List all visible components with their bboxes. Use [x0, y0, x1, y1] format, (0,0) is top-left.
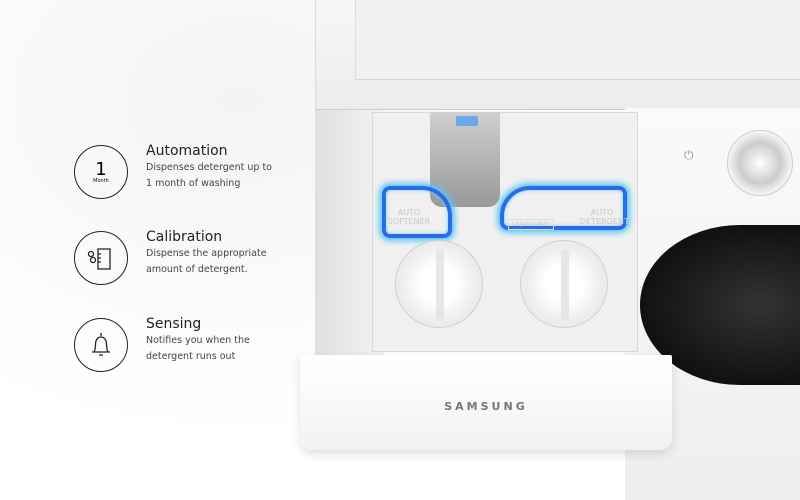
power-icon[interactable]: ⏻	[684, 148, 694, 162]
feature-calibration: Calibration Dispense the appropriate amo…	[74, 229, 276, 285]
machine-lid	[355, 0, 800, 80]
reservoir-cap	[456, 116, 478, 126]
feature-description: Dispense the appropriate amount of deter…	[146, 248, 267, 275]
feature-title: Sensing	[146, 316, 202, 332]
icon-number: 1	[95, 158, 107, 180]
feature-title: Automation	[146, 143, 228, 159]
detergent-dial[interactable]	[520, 240, 608, 328]
feature-title: Calibration	[146, 229, 223, 245]
bell-icon	[74, 318, 128, 372]
liquid-only-label: LIQUID ONLY	[508, 219, 554, 230]
detergent-label: AUTO DETERGENT	[580, 208, 629, 226]
detergent-led-outline	[500, 186, 627, 230]
brand-logo: SAMSUNG	[444, 400, 528, 413]
drawer-front[interactable]: SAMSUNG	[300, 355, 672, 450]
feature-automation: 1 Month Automation Dispenses detergent u…	[74, 143, 276, 199]
measuring-cup-icon	[74, 231, 128, 285]
reservoir	[430, 112, 500, 207]
icon-label: Month	[93, 177, 109, 184]
feature-description: Dispenses detergent up to 1 month of was…	[146, 162, 272, 189]
softener-label: AUTO SOFTENER	[387, 208, 431, 226]
one-month-icon: 1 Month	[74, 145, 128, 199]
feature-sensing: Sensing Notifies you when the detergent …	[74, 316, 276, 372]
control-knob[interactable]	[727, 130, 793, 196]
softener-led-outline	[382, 186, 452, 238]
feature-description: Notifies you when the detergent runs out	[146, 335, 250, 362]
softener-dial[interactable]	[395, 240, 483, 328]
